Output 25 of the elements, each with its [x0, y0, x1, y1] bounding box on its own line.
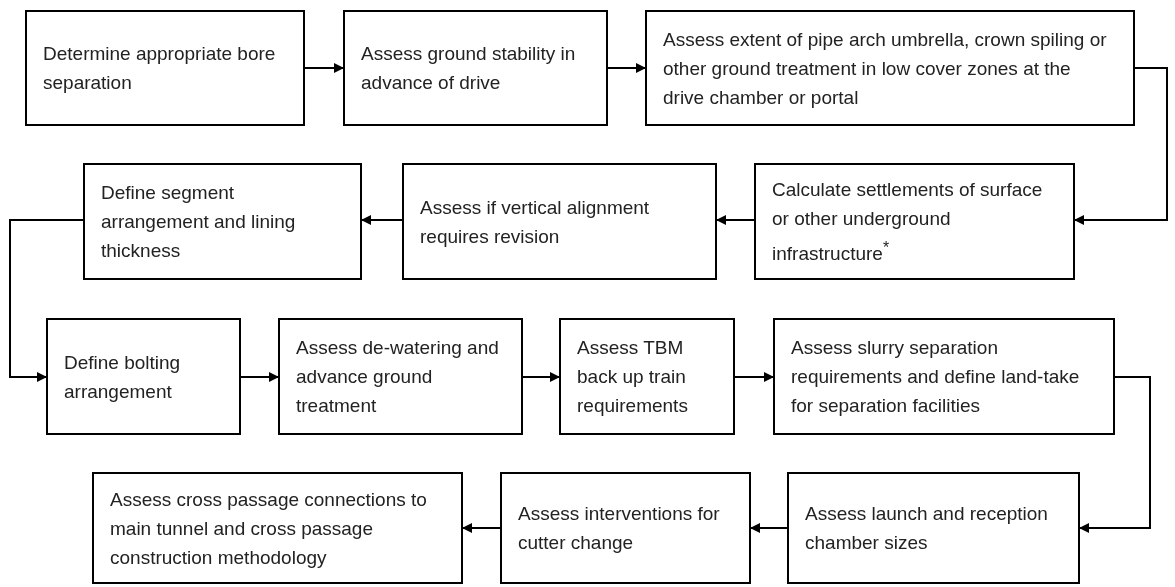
process-box: Assess launch and reception chamber sizes	[787, 472, 1080, 584]
arrow	[734, 372, 774, 382]
arrow	[361, 215, 403, 225]
process-box: Assess ground stability in advance of drive	[343, 10, 608, 126]
process-box: Assess extent of pipe arch umbrella, crown spiling or other ground treatment in low cover zones at the drive chamber or portal	[645, 10, 1135, 126]
arrow	[9, 219, 84, 382]
process-box: Assess de-watering and advance ground treatment	[278, 318, 523, 435]
arrow	[1074, 67, 1168, 225]
process-box: Define bolting arrangement	[46, 318, 241, 435]
process-box: Determine appropriate bore separation	[25, 10, 305, 126]
process-box: Assess TBM back up train requirements	[559, 318, 735, 435]
process-box: Assess slurry separation requirements and define land-take for separation facilities	[773, 318, 1115, 435]
arrow	[750, 523, 788, 533]
arrow	[716, 215, 755, 225]
arrow	[1079, 376, 1151, 533]
process-box: Calculate settlements of surface or other underground infrastructure$^{*}$	[754, 163, 1075, 280]
arrow	[607, 63, 646, 73]
arrow	[240, 372, 279, 382]
process-box: Assess interventions for cutter change	[500, 472, 751, 584]
process-box: Define segment arrangement and lining thickness	[83, 163, 362, 280]
arrow	[462, 523, 501, 533]
arrow	[522, 372, 560, 382]
process-box: Assess if vertical alignment requires revision	[402, 163, 717, 280]
process-box: Assess cross passage connections to main tunnel and cross passage construction methodology	[92, 472, 463, 584]
arrow	[304, 63, 344, 73]
